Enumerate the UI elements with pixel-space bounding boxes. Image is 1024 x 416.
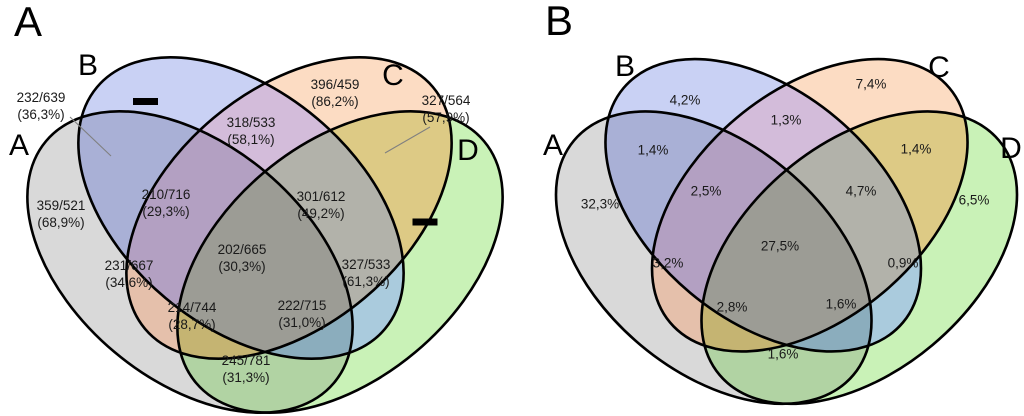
panel-a-region-ad-label: 245/781 (31,3%): [222, 352, 271, 386]
region-pct: (86,2%): [311, 94, 359, 109]
panel-a-region-acd-label: 214/744 (28,7%): [168, 299, 217, 333]
panel-b-region-bc-label: 1,3%: [770, 112, 802, 128]
panel-b-set-label-d: D: [1000, 132, 1022, 165]
panel-b-region-abc-label: 2,5%: [690, 183, 722, 199]
leader-line-cd: [384, 126, 431, 154]
venn-panel-a: [0, 0, 561, 416]
panel-a-set-label-a: A: [8, 129, 30, 162]
panel-b-set-label-a: A: [542, 129, 564, 162]
panel-b-region-abd-label: 1,6%: [825, 296, 857, 312]
panel-b-region-c-only-label: 7,4%: [855, 76, 887, 92]
region-value: 318/533: [226, 115, 276, 130]
region-value: 222/715: [277, 298, 327, 313]
panel-a-set-label-c: C: [382, 59, 404, 92]
leader-line-ab: [69, 116, 112, 157]
panel-a-region-abd-label: 222/715 (31,0%): [278, 297, 327, 331]
region-value: 396/459: [310, 77, 360, 92]
panel-b-set-label-b: B: [614, 50, 636, 83]
region-value: 359/521: [36, 198, 86, 213]
panel-b-title: B: [544, 0, 574, 44]
panel-a-region-cd-label: 327/564 (57,9%): [422, 92, 471, 126]
region-pct: (28,7%): [168, 317, 216, 332]
region-pct: (29,3%): [142, 204, 190, 219]
region-value: 202/665: [217, 242, 267, 257]
panel-a-region-ac-label: 231/667 (34,6%): [105, 257, 154, 291]
panel-b-region-ad-label: 1,6%: [767, 346, 799, 362]
panel-a-region-c-only-label: 396/459 (86,2%): [311, 76, 360, 110]
panel-a-region-bc-label: 318/533 (58,1%): [227, 114, 276, 148]
region-pct: (31,3%): [222, 370, 270, 385]
panel-a-region-abc-label: 210/716 (29,3%): [142, 186, 191, 220]
panel-b-region-bd-label: 0,9%: [887, 255, 919, 271]
panel-b-region-cd-label: 1,4%: [900, 141, 932, 157]
panel-a-title: A: [13, 0, 43, 45]
region-pct: (68,9%): [37, 215, 85, 230]
region-value: 245/781: [221, 353, 271, 368]
panel-b-region-acd-label: 2,8%: [716, 299, 748, 315]
panel-b-region-abcd-label: 27,5%: [760, 238, 800, 254]
panel-a-set-label-d: D: [457, 134, 479, 167]
region-pct: (31,0%): [278, 315, 326, 330]
region-value: 301/612: [296, 189, 346, 204]
panel-b-region-a-only-label: 32,3%: [580, 196, 620, 212]
region-value: 231/667: [104, 258, 154, 273]
region-pct: (49,2%): [297, 206, 345, 221]
panel-b-region-bcd-label: 4,7%: [845, 183, 877, 199]
region-pct: (61,3%): [342, 274, 390, 289]
region-value: 232/639: [16, 90, 66, 105]
empty-set-b-dash-marker: [133, 98, 158, 105]
panel-b-region-ac-label: 3,2%: [652, 255, 684, 271]
region-value: 210/716: [141, 187, 191, 202]
region-pct: (58,1%): [227, 132, 275, 147]
region-value: 327/564: [421, 93, 471, 108]
panel-a-region-bcd-label: 301/612 (49,2%): [297, 188, 346, 222]
panel-b-set-label-c: C: [928, 51, 950, 84]
panel-a-region-abcd-label: 202/665 (30,3%): [218, 241, 267, 275]
region-value: 327/533: [341, 257, 391, 272]
panel-a-region-ab-label: 232/639 (36,3%): [17, 89, 66, 123]
empty-set-d-dash-marker: [412, 218, 438, 226]
panel-b-region-d-only-label: 6,5%: [958, 192, 990, 208]
region-value: 214/744: [167, 300, 217, 315]
panel-a-region-bd-label: 327/533 (61,3%): [342, 256, 391, 290]
panel-a-set-label-b: B: [77, 49, 99, 82]
panel-b-region-ab-label: 1,4%: [637, 142, 669, 158]
region-pct: (30,3%): [218, 259, 266, 274]
panel-b-region-b-only-label: 4,2%: [669, 92, 701, 108]
region-pct: (34,6%): [105, 275, 153, 290]
region-pct: (57,9%): [422, 110, 470, 125]
region-pct: (36,3%): [17, 107, 65, 122]
panel-a-region-a-only-label: 359/521 (68,9%): [37, 197, 86, 231]
